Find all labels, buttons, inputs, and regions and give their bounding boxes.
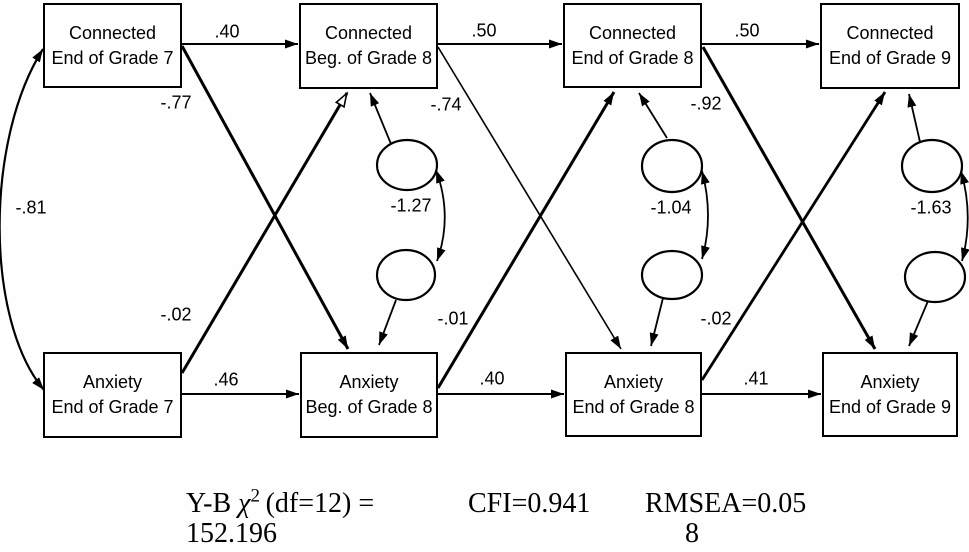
chi-symbol: χ — [238, 488, 251, 519]
coef-cross-anxiety-g8beg: -.01 — [437, 308, 469, 329]
arrow-cross-anxiety-g7-to-connected-g8beg — [180, 93, 349, 374]
arrow-cross-connected-g7-to-anxiety-g8beg — [180, 45, 350, 350]
error-circle-connected-g8beg — [375, 138, 439, 192]
rmsea-line1: RMSEA=0.05 — [645, 488, 807, 519]
rmsea-line2: 8 — [685, 518, 699, 549]
chi-square-value: 152.196 — [186, 518, 277, 549]
box-label: End of Grade 7 — [51, 47, 174, 68]
coef-stability-connected-2: .50 — [471, 20, 497, 41]
box-anxiety-g9-end: Anxiety End of Grade 9 — [822, 352, 958, 437]
coef-error-covariance-g8beg: -1.27 — [390, 195, 432, 216]
chi-df: (df=12) = — [265, 488, 375, 519]
box-label: Connected — [588, 22, 677, 43]
box-label: Connected — [324, 23, 413, 43]
box-connected-g7-end: Connected End of Grade 7 — [43, 3, 182, 88]
chi-exponent: 2 — [250, 485, 260, 507]
arrow-error-to-connected-g8end — [638, 92, 668, 139]
coef-stability-connected-3: .50 — [734, 20, 760, 41]
arrow-cross-connected-g8beg-to-anxiety-g8end — [437, 46, 622, 350]
coef-stability-anxiety-1: .46 — [213, 369, 239, 390]
box-label: Beg. of Grade 8 — [305, 397, 433, 417]
box-label: Anxiety — [82, 372, 143, 392]
coef-error-covariance-g8end: -1.04 — [650, 197, 692, 218]
coef-cross-anxiety-g8end: -.02 — [700, 308, 732, 329]
box-label: Anxiety — [603, 371, 664, 392]
arc-error-covariance-g8end — [700, 170, 710, 260]
arrow-error-to-anxiety-g8beg — [378, 299, 397, 346]
box-label: Connected — [68, 22, 157, 43]
error-circle-connected-g9end — [900, 138, 964, 194]
arrow-error-to-connected-g9end — [907, 93, 921, 143]
arrow-cross-connected-g8end-to-anxiety-g9end — [701, 46, 877, 350]
coef-cross-connected-g8beg: -.74 — [430, 94, 462, 115]
box-connected-g9-end: Connected End of Grade 9 — [820, 3, 960, 89]
box-label: End of Grade 8 — [572, 396, 695, 417]
box-label: Anxiety — [339, 372, 399, 392]
arc-error-covariance-g9end — [960, 170, 969, 262]
fit-chi-square: Y-B χ2 (df=12) = 152.196 — [186, 485, 375, 549]
coef-cross-anxiety-g7: -.02 — [160, 304, 192, 325]
error-circle-anxiety-g8beg — [375, 248, 437, 302]
box-connected-g8-beg: Connected Beg. of Grade 8 — [299, 3, 438, 89]
error-circle-connected-g8end — [640, 138, 704, 194]
coef-stability-anxiety-2: .40 — [479, 368, 505, 389]
coef-cross-connected-g7: -.77 — [160, 92, 192, 113]
fit-rmsea: RMSEA=0.05 8 — [645, 489, 806, 549]
arrow-error-to-anxiety-g9end — [908, 300, 929, 347]
arc-correlation-g7 — [0, 48, 45, 391]
chi-square-label: Y-B — [186, 488, 232, 519]
coef-correlation-g7: -.81 — [15, 197, 47, 218]
arrow-cross-anxiety-g8end-to-connected-g9end — [700, 91, 887, 381]
box-connected-g8-end: Connected End of Grade 8 — [563, 3, 702, 88]
box-label: Connected — [846, 23, 934, 43]
box-label: End of Grade 9 — [828, 396, 952, 417]
box-label: Beg. of Grade 8 — [304, 48, 433, 68]
box-label: Anxiety — [860, 371, 920, 392]
box-label: End of Grade 9 — [828, 48, 952, 68]
error-circle-anxiety-g9end — [903, 250, 967, 304]
coef-stability-connected-1: .40 — [214, 21, 240, 42]
chi-square-line1: Y-B χ2 (df=12) = — [186, 485, 375, 519]
box-label: End of Grade 8 — [571, 47, 694, 68]
box-anxiety-g8-end: Anxiety End of Grade 8 — [565, 352, 702, 437]
arrow-cross-anxiety-g8beg-to-connected-g8end — [436, 91, 616, 389]
arrow-error-to-connected-g8beg — [369, 92, 392, 145]
box-anxiety-g7-end: Anxiety End of Grade 7 — [43, 352, 182, 438]
coef-error-covariance-g9end: -1.63 — [910, 197, 952, 218]
arc-error-covariance-g8beg — [435, 169, 446, 262]
box-anxiety-g8-beg: Anxiety Beg. of Grade 8 — [300, 352, 438, 438]
box-label: End of Grade 7 — [51, 397, 174, 417]
coef-cross-connected-g8end: -.92 — [690, 93, 722, 114]
fit-cfi: CFI=0.941 — [468, 488, 591, 519]
error-circle-anxiety-g8end — [640, 249, 704, 301]
coef-stability-anxiety-3: .41 — [743, 368, 769, 389]
arrow-error-to-anxiety-g8end — [649, 297, 664, 347]
